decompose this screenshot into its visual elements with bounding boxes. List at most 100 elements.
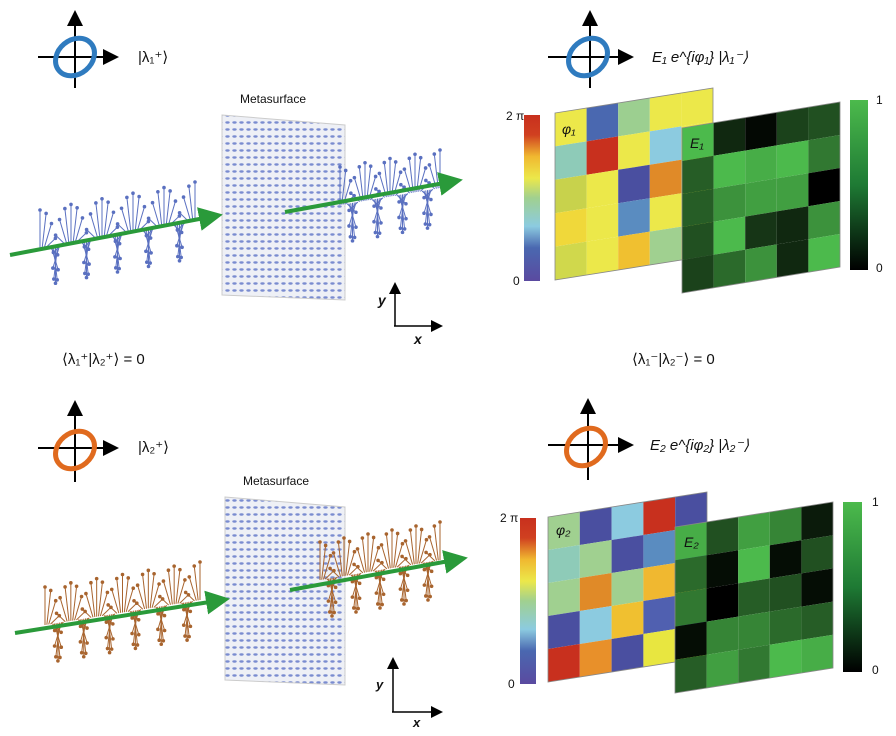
field-vector-tip: [84, 230, 89, 235]
field-vector: [95, 202, 101, 238]
input-polarization-icon: [38, 400, 119, 482]
field-vector-tip: [88, 212, 93, 216]
field-vector-tip: [81, 654, 86, 659]
field-vector: [153, 598, 163, 608]
field-vector-tip: [156, 189, 160, 194]
field-vector-tip: [84, 651, 88, 656]
amplitude-cell: [682, 221, 714, 260]
phase-colorbar: [524, 115, 540, 281]
field-vector-tip: [398, 170, 403, 175]
field-vector-tip: [336, 540, 341, 544]
field-vector: [64, 208, 70, 243]
field-vector-tip: [162, 185, 166, 190]
amplitude-cell: [745, 112, 777, 151]
field-vector-tip: [425, 226, 430, 230]
phase-cell: [548, 578, 580, 616]
field-vector-tip: [395, 531, 400, 536]
field-vector-tip: [146, 216, 151, 221]
phase-cell: [611, 502, 644, 540]
field-vector-tip: [333, 600, 338, 605]
field-vector-tip: [323, 543, 328, 548]
field-vector-tip: [402, 602, 406, 606]
output-orthogonality: ⟨λ₁⁻|λ₂⁻⟩ = 0: [632, 351, 715, 368]
field-vector-tip: [130, 631, 134, 636]
field-vector-tip: [422, 195, 426, 200]
amplitude-cell: [776, 239, 809, 278]
amplitude-cell: [808, 135, 840, 174]
field-vector-tip: [136, 617, 141, 622]
field-vector: [423, 188, 434, 199]
field-vector: [116, 578, 122, 613]
field-vector-tip: [113, 255, 117, 259]
field-vector-tip: [148, 261, 152, 265]
field-vector: [157, 191, 163, 227]
field-vector-tip: [177, 210, 182, 215]
field-vector-tip: [384, 532, 389, 536]
field-vector-tip: [402, 167, 407, 171]
phase-cell: [618, 131, 650, 170]
field-vector: [46, 590, 52, 625]
field-vector-tip: [104, 635, 109, 640]
field-vector-tip: [119, 206, 124, 211]
phase-cell: [681, 88, 713, 127]
field-vector-tip: [374, 591, 379, 595]
field-vector: [123, 577, 129, 613]
amplitude-cell: [808, 168, 840, 207]
field-vector: [345, 541, 351, 576]
field-vector-tip: [80, 607, 85, 611]
amplitude-cell: [675, 654, 707, 693]
field-vector-tip: [407, 156, 412, 161]
field-vector: [358, 166, 364, 202]
amplitude-cell: [675, 522, 707, 561]
amplitude-cell: [713, 249, 746, 288]
field-vector-tip: [150, 200, 155, 205]
field-vector: [433, 525, 439, 561]
field-vector-tip: [432, 524, 437, 528]
phase-cell: [611, 535, 644, 573]
phase-cell: [579, 639, 612, 677]
field-vector: [56, 612, 66, 623]
field-vector: [374, 198, 380, 233]
field-vector-tip: [114, 266, 118, 270]
field-vector: [125, 588, 134, 613]
field-vector-tip: [59, 645, 64, 650]
field-vector-tip: [352, 235, 357, 240]
field-vector-tip: [382, 160, 387, 165]
phase-cell: [555, 174, 587, 214]
field-vector-tip: [146, 568, 151, 573]
amplitude-cell: [738, 545, 770, 584]
field-vector-tip: [404, 216, 408, 221]
field-vector: [373, 197, 382, 222]
field-vector-tip: [408, 528, 413, 532]
field-vector-tip: [398, 571, 403, 576]
field-vector-tip: [105, 590, 110, 595]
field-vector: [52, 244, 61, 269]
field-vector: [429, 536, 438, 561]
output-polarization-icon: [548, 10, 634, 88]
field-vector-tip: [193, 180, 197, 184]
field-vector-tip: [175, 228, 180, 232]
phase-cell: [555, 241, 587, 280]
field-vector-tip: [381, 577, 386, 582]
field-vector-tip: [352, 606, 356, 610]
field-vector-tip: [149, 251, 153, 255]
field-vector: [84, 239, 90, 274]
field-vector-tip: [85, 626, 89, 630]
beam-arrow-in: [9, 207, 223, 257]
field-vector-tip: [69, 581, 73, 585]
field-vector-tip: [104, 620, 109, 624]
field-vector-tip: [418, 155, 423, 160]
field-vector-tip: [105, 646, 110, 651]
field-vector-tip: [156, 612, 160, 616]
field-vector-tip: [424, 537, 429, 542]
field-vector-tip: [187, 634, 191, 639]
field-vector-tip: [166, 568, 171, 573]
field-vector-tip: [398, 587, 403, 591]
field-vector-tip: [426, 598, 430, 602]
field-vector-tip: [146, 219, 151, 224]
field-vector-tip: [84, 591, 88, 596]
field-vector: [321, 545, 327, 580]
amplitude-cell: [769, 639, 802, 678]
field-vector: [107, 604, 118, 614]
field-vector-tip: [161, 579, 166, 583]
